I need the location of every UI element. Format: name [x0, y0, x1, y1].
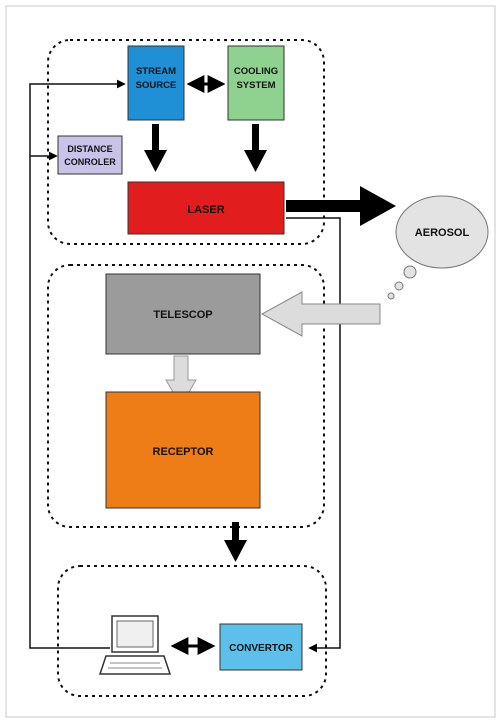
cooling-system-block: COOLING SYSTEM — [227, 45, 285, 121]
convertor-block: CONVERTOR — [219, 623, 303, 671]
laser-block: LASER — [127, 181, 285, 235]
cooling-system-label-2: SYSTEM — [236, 80, 275, 91]
laser-label: LASER — [187, 204, 224, 216]
telescope-block: TELESCOP — [105, 273, 261, 355]
convertor-label: CONVERTOR — [229, 643, 293, 654]
backscatter-arrow — [260, 291, 381, 337]
source-group-frame — [47, 39, 325, 245]
page-border — [5, 5, 496, 718]
stream-source-label-2: SOURCE — [136, 80, 177, 91]
stream-source-block: STREAM SOURCE — [127, 45, 185, 121]
receptor-label: RECEPTOR — [153, 446, 214, 458]
source-to-laser-arrow — [144, 124, 167, 172]
processing-group-frame — [57, 565, 327, 697]
laser-beam-arrow — [286, 186, 396, 226]
distance-controller-block: DISTANCE CONROLER — [57, 135, 123, 175]
aerosol-label: AEROSOL — [415, 227, 470, 239]
receptor-to-processing-arrow — [224, 522, 247, 562]
laptop-computer-icon — [98, 615, 172, 675]
cooling-system-label-1: COOLING — [234, 66, 278, 77]
control-feedback-line — [29, 79, 126, 649]
cooling-to-laser-arrow — [244, 124, 267, 172]
stream-source-label-1: STREAM — [136, 66, 176, 77]
aerosol-cloud: AEROSOL — [387, 195, 489, 300]
laser-to-convertor-line — [286, 217, 341, 653]
distance-controller-label-2: CONROLER — [64, 157, 116, 167]
receptor-block: RECEPTOR — [105, 391, 261, 509]
distance-controller-label-1: DISTANCE — [67, 144, 112, 154]
telescope-label: TELESCOP — [153, 309, 212, 321]
